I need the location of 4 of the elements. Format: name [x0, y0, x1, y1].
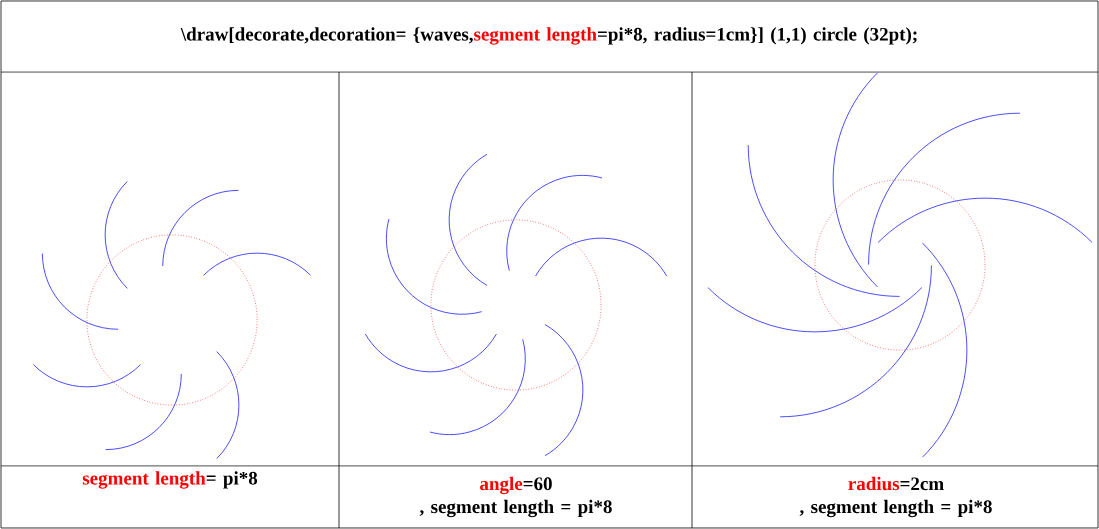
caption-cell: angle=60 , segment length = pi*8: [419, 476, 612, 518]
caption-cell: radius=2cm , segment length = pi*8: [799, 476, 992, 518]
caption-cell: segment length= pi*8: [82, 471, 258, 489]
header-cell: \draw[decorate,decoration= {waves,segment length=pi*8, radius=1cm}] (1,1) circle (32pt);: [180, 27, 917, 45]
